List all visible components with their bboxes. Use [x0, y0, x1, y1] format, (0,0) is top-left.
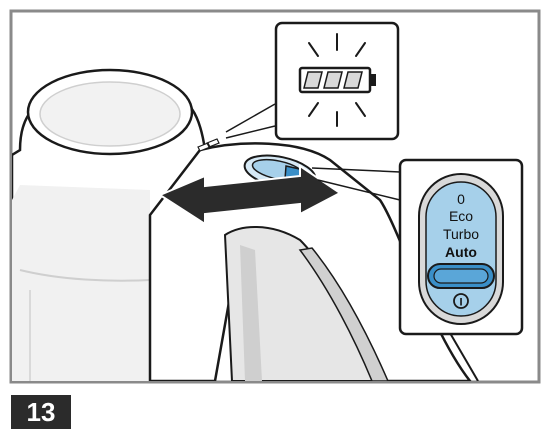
battery-charging-icon [298, 66, 376, 94]
double-arrow-icon [157, 164, 342, 226]
battery-callout-box [274, 21, 400, 141]
power-symbol-icon [453, 293, 469, 309]
device-top-dome-inner [39, 81, 181, 147]
step-number-badge: 13 [11, 395, 71, 429]
mode-label-eco: Eco [449, 208, 473, 224]
power-symbol-text: I [459, 297, 462, 309]
inset-leader-line [449, 332, 479, 381]
mode-label-turbo: Turbo [443, 226, 479, 242]
battery-callout-line-2 [225, 125, 276, 139]
mode-label-auto: Auto [445, 244, 477, 260]
mode-switch-inset: 0 Eco Turbo Auto I [398, 158, 524, 336]
mode-label-off: 0 [457, 191, 465, 207]
switch-callout-line [311, 167, 401, 173]
battery-callout-line [225, 103, 276, 133]
handle-grip-stripe [298, 247, 389, 381]
flash-rays [308, 33, 366, 127]
switch-slider-knob-highlight [433, 268, 489, 284]
handle-grip-stripe-2 [240, 245, 262, 381]
device-body-shade [12, 185, 150, 381]
switch-callout-line-2 [317, 179, 401, 201]
body-led-indicator [197, 138, 220, 152]
device-body-line [19, 269, 151, 282]
